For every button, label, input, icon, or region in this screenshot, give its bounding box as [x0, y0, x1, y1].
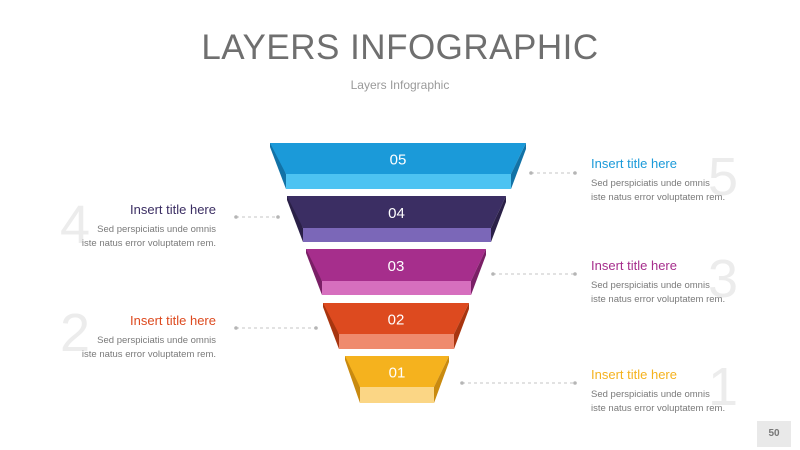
callout-number-4: 4 — [60, 195, 91, 255]
callout-4-title: Insert title here — [130, 202, 216, 217]
connector-dot — [276, 215, 280, 219]
funnel-layer-label: 01 — [389, 365, 406, 382]
funnel-layer-label: 05 — [390, 152, 407, 169]
funnel-layer-right-side — [454, 303, 469, 349]
callout-1-description: Sed perspiciatis unde omnis iste natus e… — [591, 388, 751, 416]
connector-dot — [234, 326, 238, 330]
page-subtitle: Layers Infographic — [350, 78, 450, 92]
funnel-layer-front-band — [339, 334, 454, 349]
callout-number-1: 1 — [708, 357, 739, 417]
funnel-layer-left-bevel — [287, 196, 303, 242]
callout-5-description: Sed perspiciatis unde omnis iste natus e… — [591, 177, 751, 205]
callout-1-desc-line1: Sed perspiciatis unde omnis — [591, 389, 710, 400]
callout-4-desc-line2: iste natus error voluptatem rem. — [81, 237, 216, 249]
connector-dot — [573, 272, 577, 276]
connector-dot — [573, 381, 577, 385]
callout-5: Insert title here Sed perspiciatis unde … — [591, 156, 751, 205]
funnel-layer-top-face — [287, 196, 506, 228]
funnel-layer-top-face — [345, 356, 449, 387]
callout-5-desc-line1: Sed perspiciatis unde omnis — [591, 178, 710, 189]
connector-dot — [573, 171, 577, 175]
callout-3-desc-line2: iste natus error voluptatem rem. — [591, 293, 726, 305]
funnel-layer-front-band — [360, 387, 434, 403]
callout-1: Insert title here Sed perspiciatis unde … — [591, 367, 751, 416]
connector-dot — [529, 171, 533, 175]
funnel-layer-right-side — [434, 356, 449, 403]
callout-4-desc-line1: Sed perspiciatis unde omnis — [97, 224, 216, 235]
page-number: 50 — [757, 421, 791, 447]
connector-dot — [491, 272, 495, 276]
callout-number-2: 2 — [60, 303, 91, 363]
funnel-layer-left-bevel — [323, 303, 339, 349]
funnel-layer-top-face — [270, 143, 526, 174]
connector-dot — [460, 381, 464, 385]
funnel-layer-04: 04 — [287, 196, 506, 242]
funnel-layer-label: 02 — [388, 312, 405, 329]
callout-4: Insert title here Sed perspiciatis unde … — [56, 202, 216, 251]
callout-2-title: Insert title here — [130, 313, 216, 328]
funnel-layer-top-face — [323, 303, 469, 334]
callout-2: Insert title here Sed perspiciatis unde … — [56, 313, 216, 362]
callout-3: Insert title here Sed perspiciatis unde … — [591, 258, 751, 307]
callout-3-desc-line1: Sed perspiciatis unde omnis — [591, 280, 710, 291]
funnel-layer-02: 02 — [323, 303, 469, 349]
callout-5-desc-line2: iste natus error voluptatem rem. — [591, 191, 726, 203]
callout-3-title: Insert title here — [591, 258, 677, 273]
funnel-layer-front-band — [286, 174, 511, 189]
funnel-layer-right-side — [511, 143, 526, 189]
callout-1-title: Insert title here — [591, 367, 677, 382]
callout-1-desc-line2: iste natus error voluptatem rem. — [591, 402, 726, 414]
callout-2-desc-line1: Sed perspiciatis unde omnis — [97, 335, 216, 346]
callout-2-desc-line2: iste natus error voluptatem rem. — [81, 348, 216, 360]
funnel-layer-front-band — [303, 228, 491, 242]
funnel-layer-05: 05 — [270, 143, 526, 189]
funnel-layer-right-side — [491, 196, 506, 242]
page-title: LAYERS INFOGRAPHIC — [201, 28, 599, 67]
funnel-layer-01: 01 — [345, 356, 449, 403]
funnel-layer-left-bevel — [270, 143, 286, 189]
funnel-layer-label: 04 — [388, 205, 405, 222]
connector-dot — [234, 215, 238, 219]
callout-3-description: Sed perspiciatis unde omnis iste natus e… — [591, 279, 751, 307]
connector-dot — [314, 326, 318, 330]
callout-number-3: 3 — [708, 249, 739, 309]
callout-number-5: 5 — [708, 147, 739, 207]
funnel-layer-left-bevel — [345, 356, 360, 403]
funnel-layer-front-band — [322, 281, 471, 295]
funnel-layer-label: 03 — [388, 258, 405, 275]
callout-2-description: Sed perspiciatis unde omnis iste natus e… — [56, 334, 216, 362]
funnel-layer-03: 03 — [306, 249, 486, 295]
callout-5-title: Insert title here — [591, 156, 677, 171]
callout-4-description: Sed perspiciatis unde omnis iste natus e… — [56, 223, 216, 251]
funnel-layer-top-face — [306, 249, 486, 281]
funnel-layer-left-bevel — [306, 249, 322, 295]
funnel-layer-right-side — [471, 249, 486, 295]
